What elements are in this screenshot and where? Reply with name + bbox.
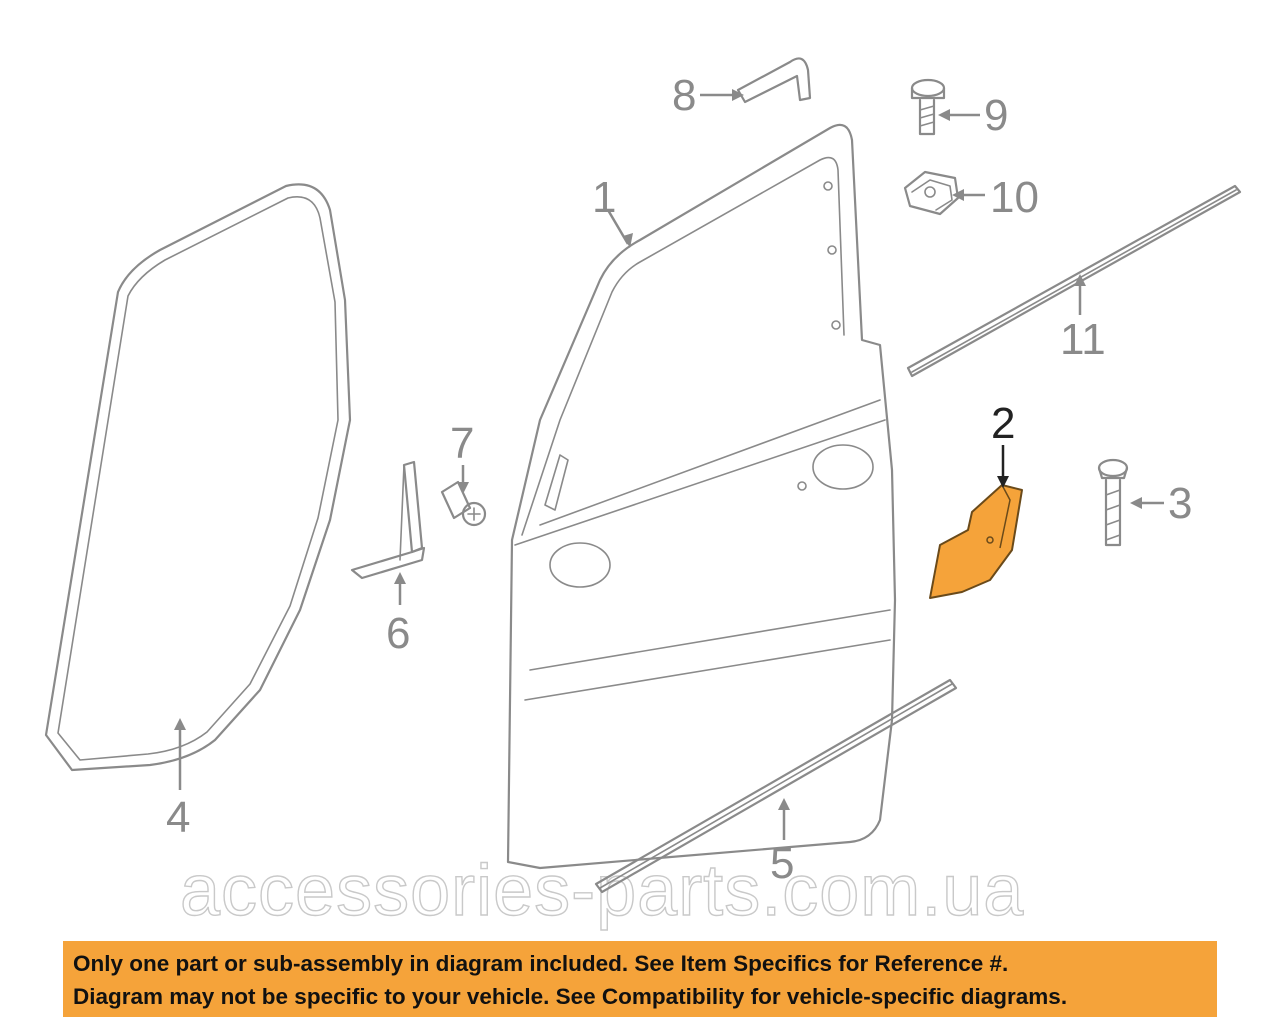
disclaimer-banner: Only one part or sub-assembly in diagram… — [63, 941, 1217, 1017]
callout-3: 3 — [1168, 479, 1192, 528]
callout-7: 7 — [450, 419, 474, 468]
callout-8: 8 — [672, 71, 696, 120]
part-3-screw — [1097, 458, 1129, 547]
part-5-sill-molding — [594, 678, 958, 894]
callout-4: 4 — [166, 793, 190, 842]
callout-6: 6 — [386, 609, 410, 658]
part-6-bracket — [350, 460, 426, 580]
callout-10: 10 — [990, 173, 1039, 222]
callout-5: 5 — [770, 839, 794, 888]
part-4-weatherstrip — [44, 183, 352, 772]
callout-9: 9 — [984, 91, 1008, 140]
callout-1: 1 — [592, 173, 616, 222]
part-10-clip — [903, 170, 960, 216]
callout-2: 2 — [991, 399, 1015, 448]
part-2-fill — [929, 484, 1023, 599]
leader-lines — [174, 89, 1164, 840]
part-7-screw — [440, 480, 487, 527]
callout-11: 11 — [1060, 315, 1106, 364]
part-1-door-shell — [506, 123, 897, 870]
part-11-belt-molding — [906, 184, 1242, 378]
part-9-bolt — [910, 78, 946, 136]
part-8-bracket — [736, 57, 812, 104]
part-2-trim-panel — [929, 484, 1023, 599]
parts-diagram: accessories-parts.com.ua — [44, 57, 1242, 932]
disclaimer-line-1: Only one part or sub-assembly in diagram… — [73, 951, 1009, 976]
disclaimer-line-2: Diagram may not be specific to your vehi… — [73, 984, 1068, 1009]
